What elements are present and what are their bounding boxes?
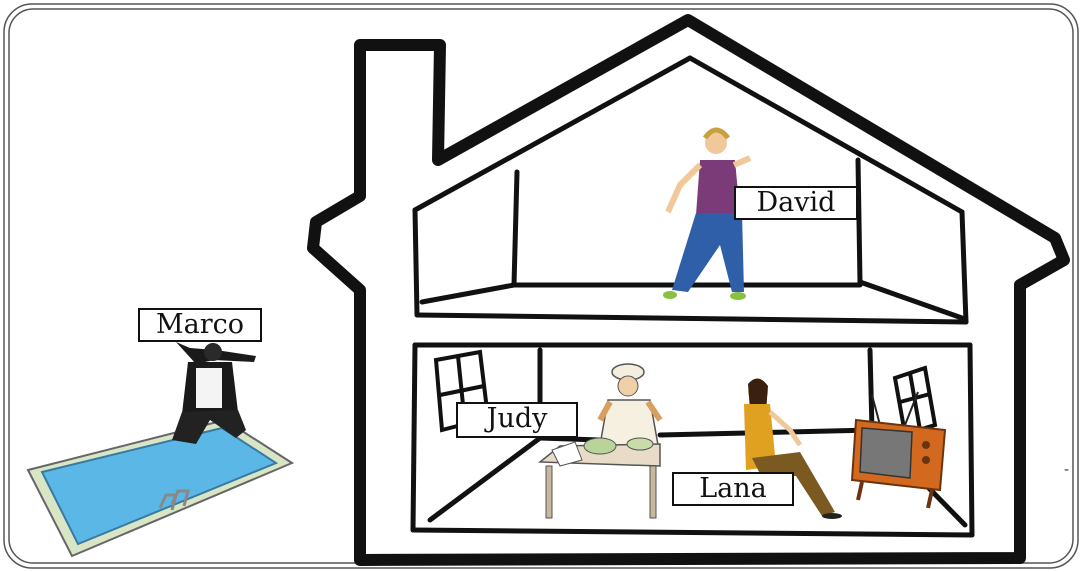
swimming-pool: [28, 420, 292, 556]
judy-figure: [600, 364, 660, 445]
stray-mark: -: [1064, 462, 1069, 478]
kitchen-table: [540, 438, 660, 518]
name-label-judy: Judy: [456, 402, 578, 438]
name-label-marco: Marco: [138, 308, 262, 342]
name-label-david: David: [734, 186, 858, 220]
name-label-lana: Lana: [672, 472, 794, 506]
